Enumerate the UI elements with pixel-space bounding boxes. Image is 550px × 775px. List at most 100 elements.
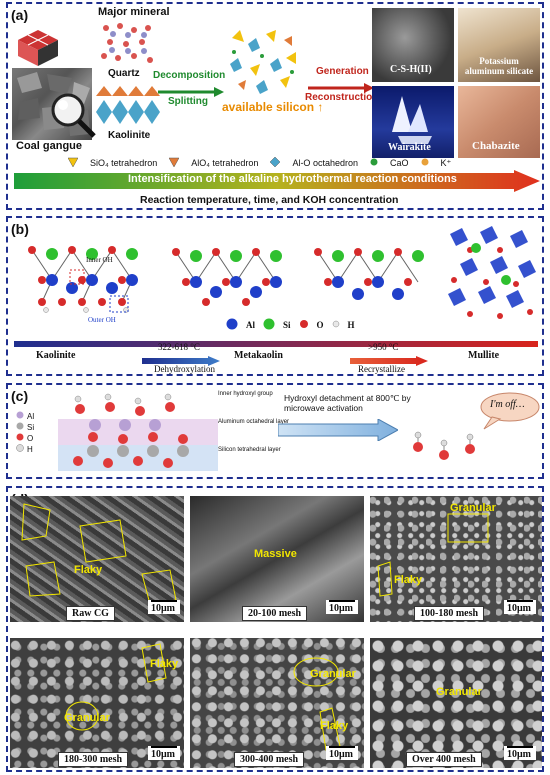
legend-h: H (27, 445, 33, 454)
legend-al: Al (27, 412, 35, 421)
outer-oh-label: Outer OH (88, 316, 116, 324)
legend-sio4: SiO₄ tetrahedron (90, 158, 158, 168)
panel-c: (c) Al Si O H Inner hydroxyl group Alumi… (6, 383, 544, 479)
morphology-tag: Flaky (74, 564, 103, 576)
product-photo-wairakite: Wairakite (372, 86, 454, 158)
morphology-tag: Granular (310, 668, 356, 680)
si-atom-icon (263, 318, 275, 332)
layer-label-aluminum: Aluminum octahedral layer (218, 419, 290, 425)
product-photo-csh: C-S-H(II) (372, 8, 454, 82)
major-mineral-label: Major mineral (98, 6, 170, 18)
scale-bar: 10μm (504, 746, 536, 760)
reaction-conditions-text: Reaction temperature, time, and KOH conc… (140, 194, 399, 206)
microwave-text: Hydroxyl detachment at 800℃ by microwave… (284, 393, 424, 413)
microwave-arrow (277, 418, 400, 442)
legend-al-o: Al-O octahedron (292, 158, 358, 168)
kaolinite-crystal-structure (22, 240, 154, 314)
sem-caption: 100-180 mesh (414, 606, 485, 621)
kaolinite-label: Kaolinite (108, 130, 151, 141)
decomposition-label: Decomposition (153, 70, 226, 81)
kaolinite-layer-model (58, 389, 218, 475)
sem-caption: Raw CG (66, 606, 115, 621)
product-label: Wairakite (388, 142, 431, 153)
mullite-crystal-structure (440, 224, 540, 324)
splitting-label: Splitting (168, 96, 208, 107)
scale-bar: 10μm (148, 746, 180, 760)
product-label: C-S-H(II) (390, 64, 432, 75)
coal-gangue-cube-icon (14, 26, 62, 68)
morphology-tag: Massive (254, 548, 297, 560)
microwave-text-content: Hydroxyl detachment at 800℃ by microwave… (284, 393, 411, 413)
product-label-text: Potassium aluminum silicate (464, 56, 534, 76)
atom-legend: Al Si O H (226, 318, 355, 332)
h-atom-icon (332, 320, 340, 330)
reconstruction-label: Reconstruction (305, 92, 379, 103)
morphology-tag: Granular (436, 686, 482, 698)
magnifier-icon (50, 92, 96, 138)
panel-b-label: (b) (11, 221, 29, 237)
quartz-label: Quartz (108, 68, 140, 79)
legend-h: H (347, 320, 355, 330)
product-label: Chabazite (472, 140, 520, 152)
intensification-arrow (14, 170, 540, 192)
layer-label-silicon: Silicon tetrahedral layer (218, 447, 281, 453)
legend-o: O (316, 320, 324, 330)
product-photo-chabazite: Chabazite (458, 86, 540, 158)
speech-bubble-text: I'm off… (490, 399, 525, 410)
legend-row: SiO₄ tetrahedron AlO₄ tetrahedron Al-O o… (67, 156, 452, 170)
cao-dot-icon (370, 158, 378, 168)
sem-image-100-180-mesh: Granular Flaky 100-180 mesh 10μm (370, 496, 542, 622)
k-dot-icon (421, 158, 429, 168)
coal-gangue-label: Coal gangue (16, 140, 83, 152)
scale-text: 10μm (151, 749, 175, 760)
al-atom-icon (226, 318, 238, 332)
available-silicon-label: available silicon ↑ (222, 100, 324, 114)
sem-image-300-400-mesh: Granular Flaky 300-400 mesh 10μm (190, 638, 364, 768)
panel-b: (b) Inner OH Outer OH (6, 216, 544, 376)
quartz-structure-icon (100, 22, 154, 68)
scale-text: 10μm (507, 603, 531, 614)
layer-label-inner-hydroxyl: Inner hydroxyl group (218, 391, 273, 397)
sem-image-20-100-mesh: Massive 20-100 mesh 10μm (190, 496, 364, 622)
generation-label: Generation (316, 66, 369, 77)
legend-k: K⁺ (440, 157, 452, 168)
scale-text: 10μm (507, 749, 531, 760)
o-atom-icon (299, 319, 309, 331)
stage-kaolinite: Kaolinite (36, 350, 76, 361)
scale-bar: 10μm (504, 600, 536, 614)
h-atom-icon (16, 444, 24, 455)
si-atom-icon (16, 422, 24, 433)
transformation-gradient-bar (14, 334, 538, 347)
legend-si: Si (283, 320, 291, 330)
step1-temperature: 322-618 °C (158, 342, 200, 352)
legend-alo4: AlO₄ tetrahedron (191, 158, 259, 168)
legend-al: Al (246, 320, 255, 330)
sem-caption: 180-300 mesh (58, 752, 129, 767)
stage-mullite: Mullite (468, 350, 500, 361)
detached-hydroxyl-molecules (408, 421, 488, 465)
sem-image-raw-cg: Flaky Raw CG 10μm (10, 496, 184, 622)
legend-o: O (27, 434, 34, 443)
scale-text: 10μm (329, 603, 353, 614)
sem-caption: 20-100 mesh (242, 606, 308, 621)
sem-caption: 300-400 mesh (234, 752, 305, 767)
scale-bar: 10μm (148, 600, 180, 614)
product-photo-potassium-aluminum-silicate: Potassium aluminum silicate (458, 8, 540, 82)
al-atom-icon (16, 411, 24, 422)
recrystallize-arrow (350, 353, 428, 366)
step2-name: Recrystallize (358, 364, 405, 374)
scale-bar: 10μm (326, 746, 358, 760)
decomposition-arrow (158, 84, 224, 97)
morphology-tag: Granular (64, 712, 110, 724)
metakaolin-crystal-structure (166, 242, 288, 312)
morphology-tag: Flaky (150, 658, 179, 670)
scale-text: 10μm (329, 749, 353, 760)
panel-a-label: (a) (11, 7, 29, 23)
morphology-tag: Granular (450, 502, 496, 514)
panel-c-label: (c) (11, 388, 29, 404)
al-o-octahedron-icon (270, 156, 281, 169)
scale-bar: 10μm (326, 600, 358, 614)
speech-bubble: I'm off… (478, 391, 540, 431)
o-atom-icon (16, 433, 24, 444)
atom-legend: Al Si O H (16, 411, 34, 455)
